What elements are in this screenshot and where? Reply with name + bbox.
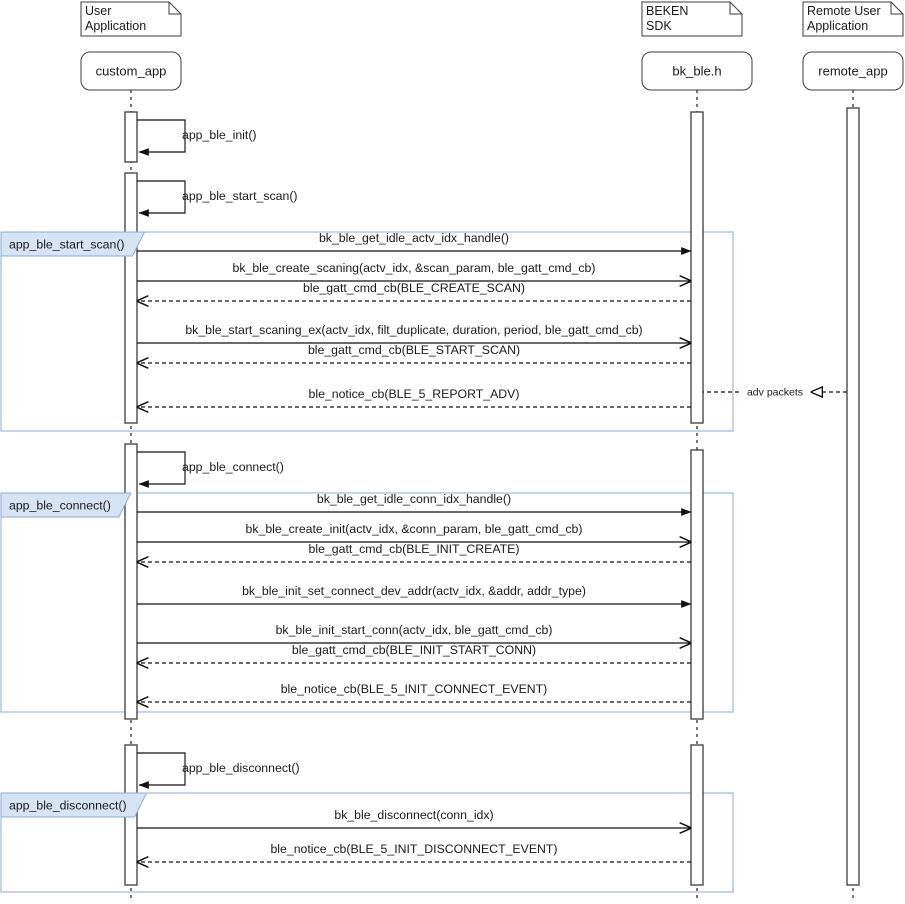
msg-5[interactable]: ble_gatt_cmd_cb(BLE_START_SCAN)	[137, 343, 691, 363]
self-calls-group: app_ble_init() app_ble_start_scan() app_bl…	[137, 119, 300, 789]
fragment-app-ble-connect	[0, 492, 734, 713]
act-custom-app-connect[interactable]	[124, 443, 138, 720]
fragment-app-ble-start-scan	[0, 231, 734, 432]
msg-adv-label: adv packets	[747, 387, 803, 399]
self-app-ble-connect-path	[137, 451, 186, 488]
msg-11-label: bk_ble_init_start_conn(actv_idx, ble_gat…	[276, 623, 553, 637]
note-beken-sdk-line: BEKEN	[646, 4, 688, 18]
msg-10-label: bk_ble_init_set_connect_dev_addr(actv_id…	[242, 584, 586, 598]
activation-bars-group	[124, 107, 860, 886]
act-custom-app-init[interactable]	[124, 111, 138, 163]
msg-15-label: ble_notice_cb(BLE_5_INIT_DISCONNECT_EVEN…	[270, 842, 557, 856]
act-custom-app-scan[interactable]	[124, 172, 138, 424]
msg-15[interactable]: ble_notice_cb(BLE_5_INIT_DISCONNECT_EVEN…	[137, 842, 691, 862]
self-app-ble-init-path	[137, 119, 186, 156]
msg-11[interactable]: bk_ble_init_start_conn(actv_idx, ble_gat…	[137, 623, 691, 643]
fragment-app-ble-start-scan-tag-label: app_ble_start_scan()	[9, 237, 125, 251]
self-app-ble-init-label: app_ble_init()	[182, 128, 257, 142]
msg-3-label: ble_gatt_cmd_cb(BLE_CREATE_SCAN)	[303, 281, 525, 295]
act-bk-ble-disconnect[interactable]	[690, 744, 704, 886]
fragment-labels-group: app_ble_start_scan() app_ble_connect()app…	[0, 231, 148, 818]
act-bk-ble-scan[interactable]	[690, 111, 704, 424]
msg-9[interactable]: ble_gatt_cmd_cb(BLE_INIT_CREATE)	[137, 542, 691, 562]
note-remote-user-application-line: Remote User	[807, 4, 881, 18]
msg-adv[interactable]: adv packets	[703, 387, 847, 399]
lifeline-label-remote_app: remote_app	[818, 64, 887, 79]
msg-1[interactable]: bk_ble_get_idle_actv_idx_handle()	[137, 231, 692, 255]
note-user-application-line: User	[85, 4, 111, 18]
fragment-app-ble-connect-tag-label: app_ble_connect()	[9, 498, 111, 512]
self-app-ble-disconnect-path	[137, 752, 186, 789]
msg-6[interactable]: ble_notice_cb(BLE_5_REPORT_ADV)	[137, 387, 691, 407]
msg-2-label: bk_ble_create_scaning(actv_idx, &scan_pa…	[233, 261, 596, 275]
fragment-app-ble-disconnect-tag-shape	[0, 792, 148, 818]
msg-5-label: ble_gatt_cmd_cb(BLE_START_SCAN)	[308, 343, 520, 357]
self-app-ble-init[interactable]: app_ble_init()	[137, 119, 257, 156]
msg-9-label: ble_gatt_cmd_cb(BLE_INIT_CREATE)	[309, 542, 520, 556]
msg-12[interactable]: ble_gatt_cmd_cb(BLE_INIT_START_CONN)	[137, 643, 691, 663]
msg-8[interactable]: bk_ble_create_init(actv_idx, &conn_param…	[137, 522, 691, 542]
lifeline-label-bk_ble_h: bk_ble.h	[672, 64, 721, 79]
self-app-ble-disconnect-label: app_ble_disconnect()	[182, 761, 300, 775]
fragment-app-ble-connect-tag-shape	[0, 492, 132, 518]
fragment-app-ble-disconnect-tag[interactable]: app_ble_disconnect()	[0, 792, 148, 818]
msg-3[interactable]: ble_gatt_cmd_cb(BLE_CREATE_SCAN)	[137, 281, 691, 301]
self-app-ble-connect[interactable]: app_ble_connect()	[137, 451, 284, 488]
lifeline-label-custom_app: custom_app	[96, 64, 167, 79]
msg-7[interactable]: bk_ble_get_idle_conn_idx_handle()	[137, 492, 692, 516]
note-user-application-line: Application	[85, 19, 146, 33]
act-bk-ble-connect[interactable]	[690, 449, 704, 720]
fragments-group	[0, 231, 734, 893]
fragment-app-ble-connect-tag[interactable]: app_ble_connect()	[0, 492, 132, 518]
msg-7-label: bk_ble_get_idle_conn_idx_handle()	[317, 492, 511, 506]
fragment-app-ble-start-scan-tag[interactable]: app_ble_start_scan()	[0, 231, 146, 257]
msg-14[interactable]: bk_ble_disconnect(conn_idx)	[137, 808, 691, 828]
note-remote-user-application-line: Application	[807, 19, 868, 33]
self-app-ble-start-scan-path	[137, 180, 186, 217]
self-app-ble-start-scan-label: app_ble_start_scan()	[182, 189, 298, 203]
self-app-ble-start-scan[interactable]: app_ble_start_scan()	[137, 180, 298, 217]
msg-8-label: bk_ble_create_init(actv_idx, &conn_param…	[246, 522, 583, 536]
msg-12-label: ble_gatt_cmd_cb(BLE_INIT_START_CONN)	[292, 643, 536, 657]
fragment-app-ble-start-scan-tag-shape	[0, 231, 146, 257]
messages-group: bk_ble_get_idle_actv_idx_handle() bk_ble_…	[137, 231, 847, 862]
msg-4[interactable]: bk_ble_start_scaning_ex(actv_idx, filt_d…	[137, 323, 691, 343]
msg-4-label: bk_ble_start_scaning_ex(actv_idx, filt_d…	[185, 323, 642, 337]
self-app-ble-disconnect[interactable]: app_ble_disconnect()	[137, 752, 300, 789]
msg-10[interactable]: bk_ble_init_set_connect_dev_addr(actv_id…	[137, 584, 692, 608]
msg-6-label: ble_notice_cb(BLE_5_REPORT_ADV)	[309, 387, 520, 401]
fragment-app-ble-disconnect-tag-label: app_ble_disconnect()	[9, 798, 127, 812]
msg-13[interactable]: ble_notice_cb(BLE_5_INIT_CONNECT_EVENT)	[137, 682, 691, 702]
self-app-ble-connect-label: app_ble_connect()	[182, 460, 284, 474]
msg-1-label: bk_ble_get_idle_actv_idx_handle()	[319, 231, 509, 245]
act-remote-app[interactable]	[846, 107, 860, 886]
msg-2[interactable]: bk_ble_create_scaning(actv_idx, &scan_pa…	[137, 261, 691, 281]
note-beken-sdk-line: SDK	[646, 19, 672, 33]
msg-14-label: bk_ble_disconnect(conn_idx)	[334, 808, 493, 822]
msg-13-label: ble_notice_cb(BLE_5_INIT_CONNECT_EVENT)	[281, 682, 548, 696]
